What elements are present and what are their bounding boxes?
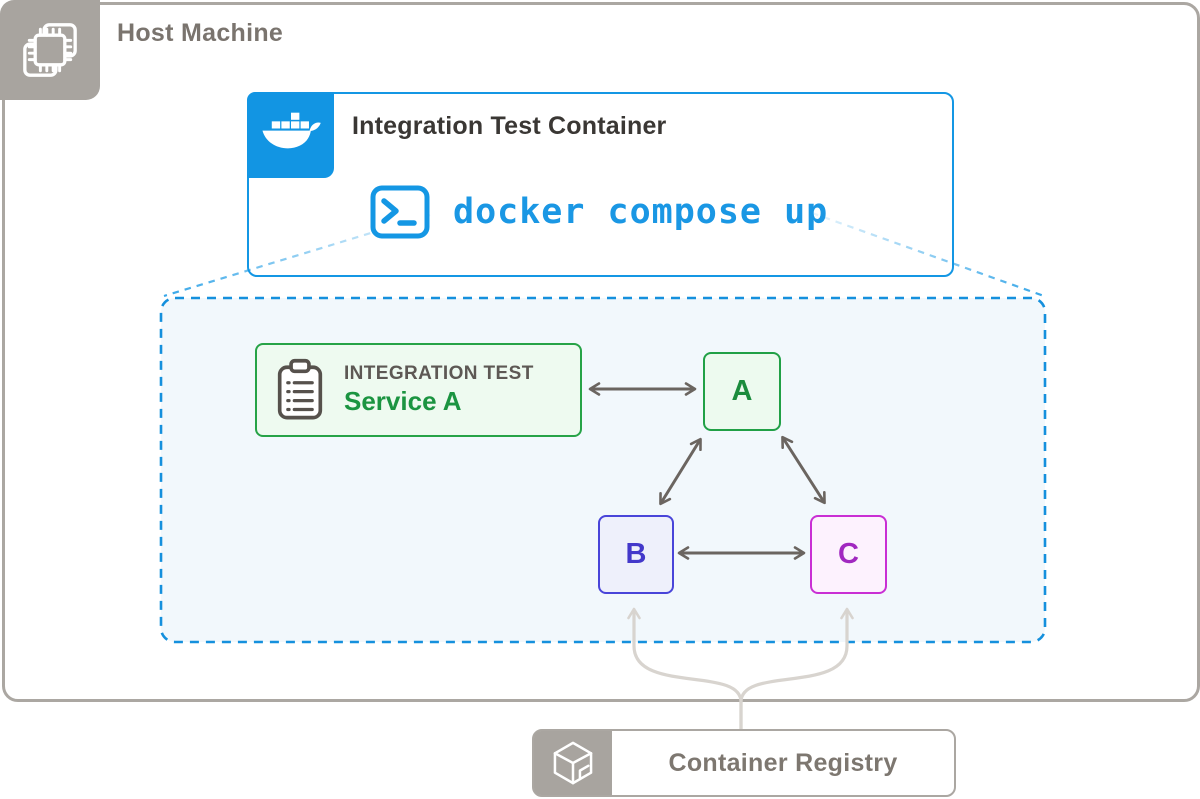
- node-a: A: [703, 352, 781, 431]
- clipboard-icon: [274, 358, 326, 422]
- registry-label-wrap: Container Registry: [612, 731, 954, 795]
- node-c: C: [810, 515, 887, 594]
- service-a-card: INTEGRATION TEST Service A: [255, 343, 582, 437]
- compose-command-text: docker compose up: [453, 192, 829, 232]
- terminal-icon: [370, 185, 430, 239]
- chip-icon: [23, 23, 77, 77]
- node-b: B: [598, 515, 674, 594]
- compose-command-row: docker compose up: [370, 184, 828, 240]
- container-registry-box: Container Registry: [532, 729, 956, 797]
- docker-whale-icon: [261, 112, 321, 149]
- host-machine-tile: [0, 0, 100, 100]
- service-a-eyebrow: INTEGRATION TEST: [344, 363, 534, 385]
- service-a-text: INTEGRATION TEST Service A: [344, 363, 534, 417]
- docker-tile: [247, 92, 334, 178]
- package-icon: [553, 741, 593, 785]
- integration-test-container-title: Integration Test Container: [352, 112, 667, 140]
- registry-tile: [534, 731, 612, 795]
- service-a-name: Service A: [344, 385, 462, 416]
- registry-label: Container Registry: [668, 748, 898, 777]
- host-machine-label: Host Machine: [117, 19, 284, 47]
